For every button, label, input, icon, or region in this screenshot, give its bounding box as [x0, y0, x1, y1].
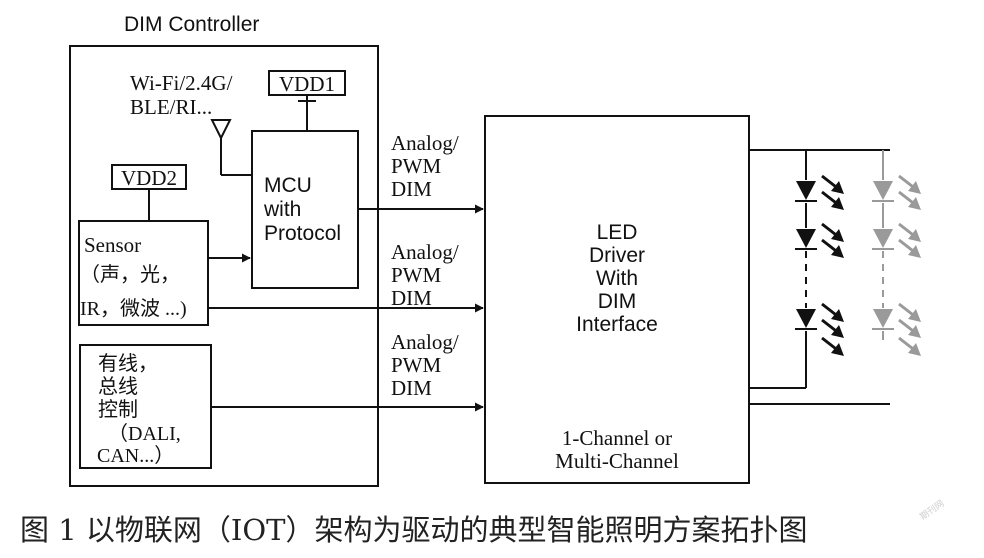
antenna-icon: [210, 119, 252, 176]
wireless-label-line2: BLE/RI...: [130, 95, 212, 119]
svg-text:Multi-Channel: Multi-Channel: [555, 449, 679, 473]
led-strings: [795, 150, 921, 356]
svg-text:DIM: DIM: [391, 286, 432, 310]
led-diode-icon: [872, 302, 921, 338]
svg-text:Analog/: Analog/: [391, 330, 459, 354]
controller-title: DIM Controller: [124, 13, 259, 36]
svg-text:Interface: Interface: [576, 313, 658, 336]
figure-caption: 图 1 以物联网（IOT）架构为驱动的典型智能照明方案拓扑图: [20, 513, 807, 547]
led-diode-icon: [795, 174, 844, 210]
watermark: 期刊网: [917, 497, 946, 522]
signal-label-3: Analog/ PWM DIM: [391, 330, 459, 400]
output-wiring: [749, 149, 890, 405]
wired-line1: 有线，: [98, 352, 158, 375]
mcu-line3: Protocol: [264, 222, 341, 245]
svg-text:PWM: PWM: [391, 263, 442, 287]
sensor-line3: IR，微波 ...): [80, 297, 187, 320]
sensor-box: [78, 220, 209, 326]
svg-text:PWM: PWM: [391, 353, 442, 377]
vdd1-label: VDD1: [279, 72, 335, 96]
svg-text:DIM: DIM: [391, 376, 432, 400]
wired-line3: 控制: [98, 398, 138, 421]
signal-label-1: Analog/ PWM DIM: [391, 131, 459, 201]
signal-label-2: Analog/ PWM DIM: [391, 240, 459, 310]
svg-text:Analog/: Analog/: [391, 240, 459, 264]
led-diode-icon: [872, 222, 921, 258]
led-diode-icon: [795, 222, 844, 258]
svg-text:LED: LED: [597, 221, 638, 244]
svg-text:1-Channel or: 1-Channel or: [562, 426, 672, 450]
svg-text:PWM: PWM: [391, 154, 442, 178]
light-emission-icon: [821, 336, 844, 356]
led-string-1: [795, 150, 844, 356]
controller-box: [69, 45, 379, 487]
wired-line5: CAN...）: [97, 444, 174, 467]
led-diode-icon: [872, 174, 921, 210]
sensor-line2: （声，光，: [80, 263, 180, 286]
svg-text:Driver: Driver: [589, 244, 645, 267]
wireless-label-line1: Wi-Fi/2.4G/: [130, 71, 233, 95]
wired-line4: （DALI,: [108, 422, 181, 445]
led-diode-icon: [795, 302, 844, 338]
led-driver-box: [484, 115, 750, 484]
led-driver-title: LED Driver With DIM Interface: [576, 221, 658, 336]
mcu-line1: MCU: [264, 174, 312, 197]
svg-text:DIM: DIM: [598, 290, 637, 313]
led-driver-footer: 1-Channel or Multi-Channel: [555, 426, 679, 473]
vdd2-label: VDD2: [121, 166, 177, 190]
wired-line2: 总线: [98, 375, 138, 398]
led-string-2: [872, 150, 921, 356]
svg-text:With: With: [596, 267, 638, 290]
mcu-line2: with: [263, 198, 301, 221]
light-emission-icon: [898, 336, 921, 356]
svg-text:Analog/: Analog/: [391, 131, 459, 155]
svg-text:DIM: DIM: [391, 177, 432, 201]
sensor-line1: Sensor: [84, 233, 141, 257]
